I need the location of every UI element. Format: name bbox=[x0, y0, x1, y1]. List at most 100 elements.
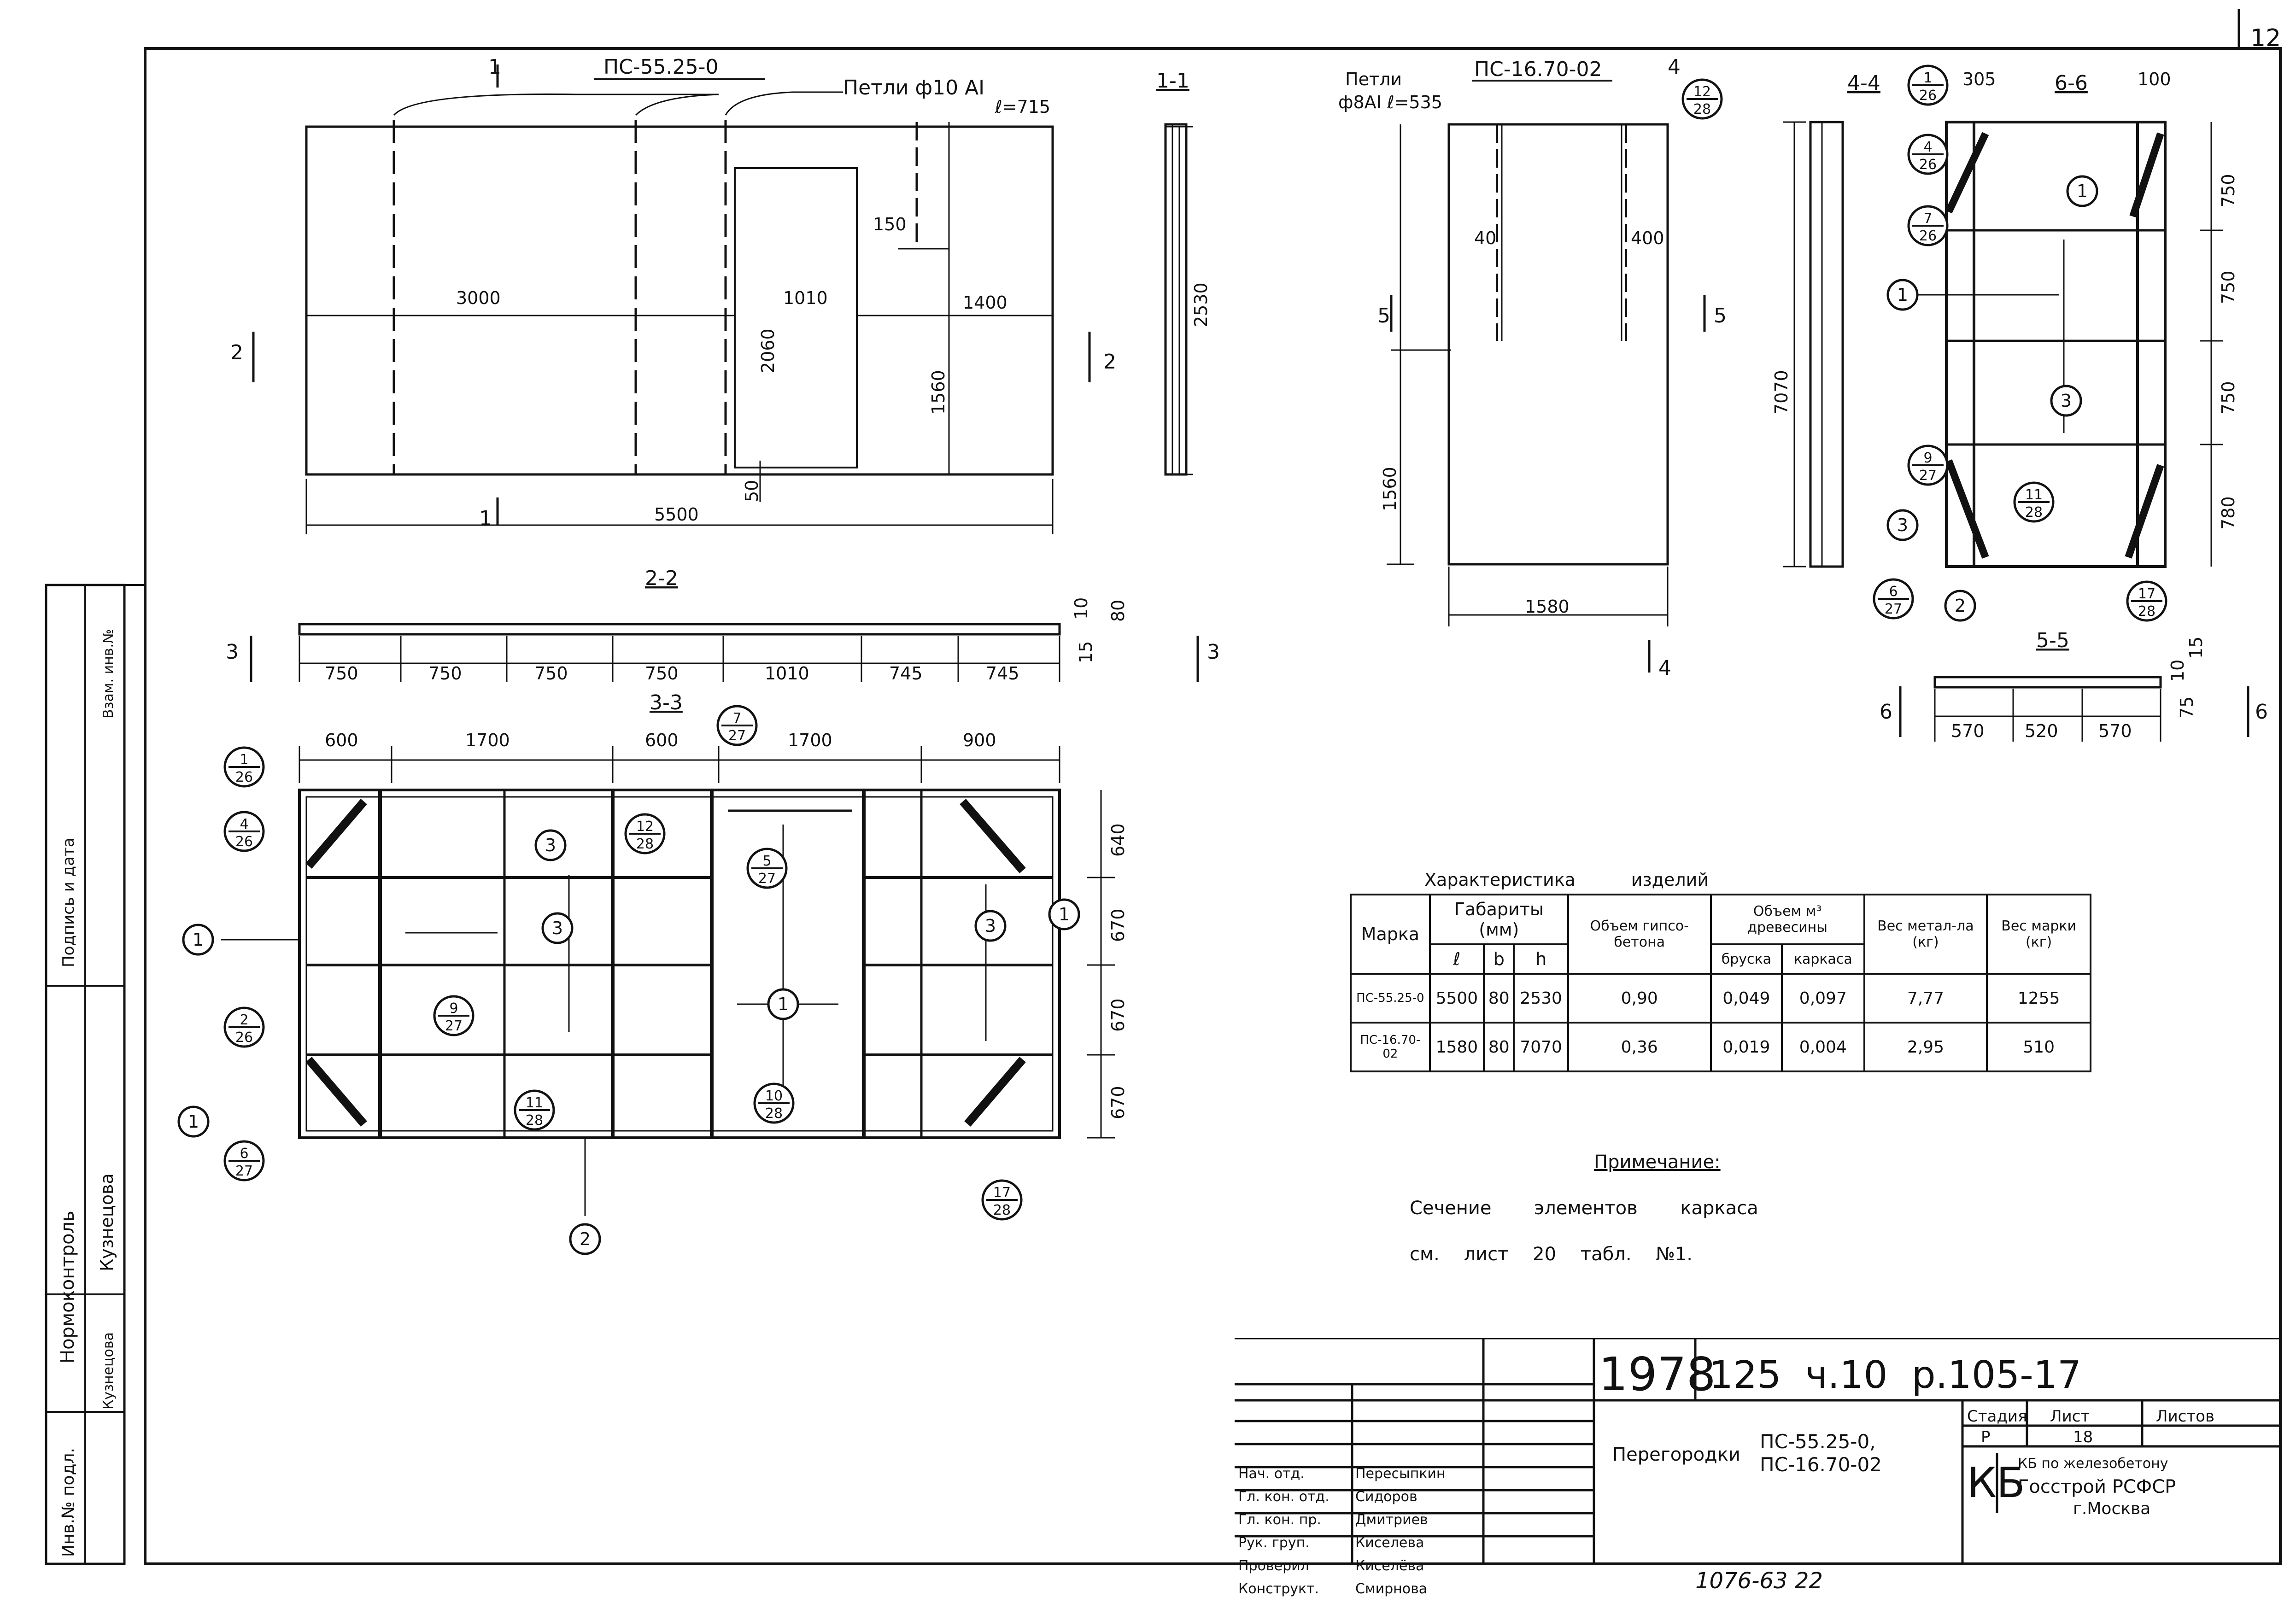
tb-sheets-header: Листов bbox=[2156, 1407, 2215, 1426]
callout-circle: 1 bbox=[182, 924, 214, 956]
th-dims: Габариты (мм) bbox=[1429, 894, 1569, 945]
section-1-1 bbox=[1164, 123, 1188, 476]
s33-top-2: 600 bbox=[645, 730, 679, 750]
s22-right-10: 10 bbox=[1071, 597, 1091, 620]
section-4-4-title: 4-4 bbox=[1847, 71, 1880, 95]
callout-circle: 1 bbox=[1886, 279, 1919, 311]
callout-ring bbox=[974, 910, 1007, 942]
callout-sheet: 28 bbox=[993, 1202, 1011, 1218]
section-5-5-title: 5-5 bbox=[2036, 629, 2069, 652]
sheet-frame bbox=[144, 47, 2282, 1565]
strip-signature-1: Кузнецова bbox=[97, 1173, 117, 1271]
th-brus: бруска bbox=[1710, 943, 1783, 975]
callout-circle: 126 bbox=[223, 746, 265, 788]
table-cell: 80 bbox=[1483, 1022, 1515, 1072]
tb-name: Дмитриев bbox=[1355, 1512, 1428, 1528]
tb-org-line-3: г.Москва bbox=[2073, 1499, 2151, 1518]
tb-role: Гл. кон. отд. bbox=[1238, 1489, 1330, 1505]
table-cell: 5500 bbox=[1429, 973, 1485, 1024]
strip-label-inv: Инв.№ подл. bbox=[59, 1448, 78, 1557]
callout-number: 9 bbox=[1923, 450, 1932, 466]
th-b: b bbox=[1483, 943, 1515, 975]
callout-number: 6 bbox=[240, 1146, 248, 1162]
table-cell: 1255 bbox=[1986, 973, 2091, 1024]
callout-layer: 1264262266279271128122872752710281728131… bbox=[177, 64, 2167, 1255]
sheet-corner-number: 12 bbox=[2250, 24, 2281, 52]
callout-number: 17 bbox=[993, 1185, 1011, 1201]
callout-circle: 1 bbox=[177, 1106, 210, 1138]
callout-sheet: 27 bbox=[445, 1018, 463, 1034]
panel2-marker-5-left: 5 bbox=[1377, 304, 1390, 328]
table-cell: ПС-16.70-02 bbox=[1350, 1022, 1431, 1072]
th-vol-wood: Объем м³ древесины bbox=[1710, 894, 1865, 945]
callout-number: 11 bbox=[2025, 487, 2043, 503]
callout-ring bbox=[182, 924, 214, 956]
s55-marker-left: 6 bbox=[1880, 700, 1892, 724]
callout-ring bbox=[534, 829, 567, 861]
callout-number: 3 bbox=[552, 918, 563, 938]
section-3-3-title: 3-3 bbox=[650, 691, 683, 714]
callout-number: 3 bbox=[985, 916, 996, 936]
tb-doc-name: Перегородки bbox=[1612, 1444, 1740, 1465]
callout-circle: 927 bbox=[433, 995, 474, 1036]
th-l: ℓ bbox=[1429, 943, 1485, 975]
panel1-dim-1560: 1560 bbox=[928, 370, 949, 415]
callout-number: 6 bbox=[1889, 584, 1898, 600]
tb-name: Смирнова bbox=[1355, 1581, 1428, 1597]
tb-stage-header: Стадия bbox=[1967, 1407, 2027, 1426]
callout-circle: 1 bbox=[2066, 175, 2098, 207]
callout-number: 9 bbox=[449, 1000, 458, 1017]
callout-number: 4 bbox=[240, 816, 248, 832]
callout-ring bbox=[2066, 175, 2098, 207]
table-cell: 2,95 bbox=[1863, 1022, 1988, 1072]
title-block: 1978 125 ч.10 р.105-17 Перегородки ПС-55… bbox=[1235, 1340, 2253, 1597]
s44-dim-750c: 750 bbox=[2218, 381, 2238, 415]
panel2-dim-400: 400 bbox=[1631, 228, 1664, 248]
callout-circle: 3 bbox=[1886, 509, 1919, 541]
tb-role: Проверил bbox=[1238, 1558, 1309, 1574]
callout-circle: 627 bbox=[1873, 578, 1914, 620]
tb-name: Пересыпкин bbox=[1355, 1466, 1446, 1482]
s44-dim-750b: 750 bbox=[2218, 270, 2238, 304]
table-cell: 7,77 bbox=[1863, 973, 1988, 1024]
note-title: Примечание: bbox=[1594, 1152, 1721, 1173]
strip-signature-2: Кузнецова bbox=[100, 1332, 117, 1410]
s55-right-10: 10 bbox=[2167, 660, 2188, 682]
callout-number: 3 bbox=[545, 835, 556, 855]
panel2-dim-1560: 1560 bbox=[1380, 467, 1400, 511]
s22-marker-right: 3 bbox=[1207, 640, 1220, 664]
s33-right-0: 640 bbox=[1108, 823, 1128, 857]
callout-circle: 927 bbox=[1907, 445, 1949, 486]
panel-1-elevation bbox=[252, 64, 1193, 534]
s55-dim-1: 520 bbox=[2025, 721, 2058, 741]
callout-sheet: 27 bbox=[1885, 601, 1902, 617]
section-3-3-frame bbox=[221, 746, 1115, 1216]
callout-number: 7 bbox=[732, 710, 741, 726]
s22-dim-1: 750 bbox=[428, 663, 462, 684]
s55-dim-2: 570 bbox=[2098, 721, 2132, 741]
tb-role: Гл. кон. пр. bbox=[1238, 1512, 1321, 1528]
panel2-marker-5-right: 5 bbox=[1714, 304, 1727, 328]
callout-ring bbox=[2050, 385, 2082, 417]
table-cell: 2530 bbox=[1513, 973, 1569, 1024]
s44-dim-780: 780 bbox=[2218, 496, 2238, 530]
panel2-dim-40: 40 bbox=[1474, 228, 1496, 248]
callout-circle: 426 bbox=[1907, 134, 1949, 175]
panel1-section-label: 1 bbox=[488, 55, 501, 79]
tb-org-line-1: КБ по железобетону bbox=[2018, 1456, 2168, 1472]
callout-circle: 3 bbox=[974, 910, 1007, 942]
panel1-dim-1010: 1010 bbox=[783, 288, 828, 308]
callout-ring bbox=[177, 1106, 210, 1138]
callout-circle: 2 bbox=[1944, 590, 1976, 622]
callout-number: 3 bbox=[1897, 515, 1908, 535]
tb-name: Киселёва bbox=[1355, 1558, 1424, 1574]
s55-right-15: 15 bbox=[2186, 637, 2206, 659]
callout-circle: 126 bbox=[1907, 64, 1949, 106]
table-cell: 0,019 bbox=[1710, 1022, 1783, 1072]
tb-name: Сидоров bbox=[1355, 1489, 1417, 1505]
